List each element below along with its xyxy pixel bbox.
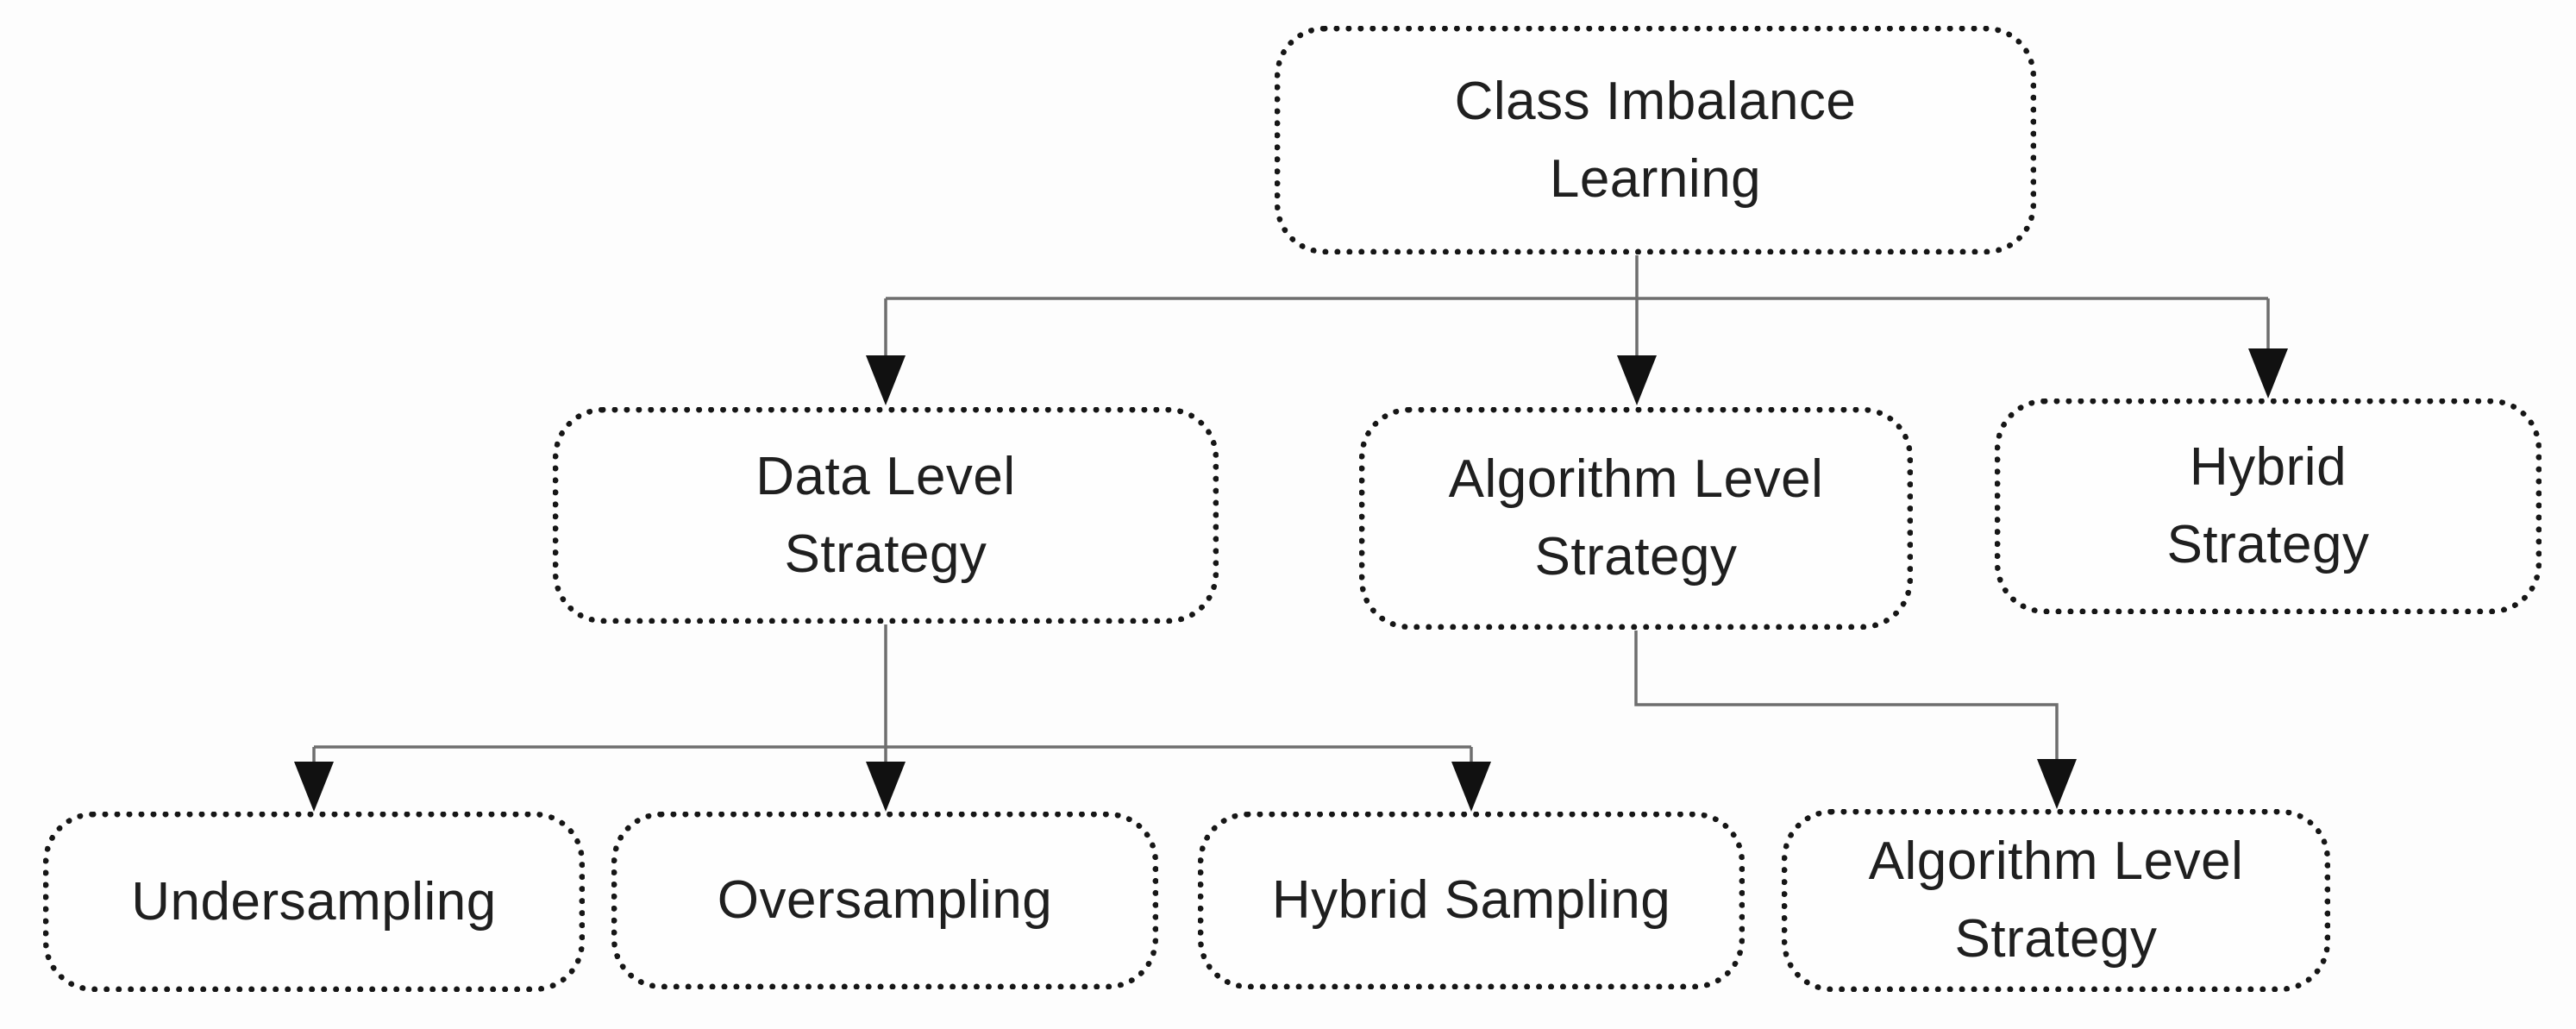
arrowhead-hybrid (2248, 348, 2288, 398)
arrowhead-data-level (866, 355, 906, 405)
node-algorithm-level-strategy: Algorithm Level Strategy (1359, 407, 1913, 630)
node-oversampling-label: Oversampling (717, 870, 1053, 931)
node-hybrid-sampling: Hybrid Sampling (1198, 812, 1745, 989)
node-hybrid-sampling-label: Hybrid Sampling (1271, 870, 1671, 931)
node-hybrid-strategy: Hybrid Strategy (1995, 398, 2542, 614)
arrowhead-undersampling (294, 762, 334, 812)
arrowhead-algorithm-level (1617, 355, 1657, 405)
node-undersampling: Undersampling (43, 812, 585, 992)
node-algorithm-level-strategy-child: Algorithm Level Strategy (1782, 809, 2330, 992)
arrowhead-oversampling (866, 762, 906, 812)
edge-algorithm-child (1634, 631, 2059, 762)
node-hybrid-strategy-label: Hybrid Strategy (2166, 437, 2370, 574)
node-algorithm-level-strategy-label: Algorithm Level Strategy (1448, 449, 1824, 587)
node-data-level-strategy-label: Data Level Strategy (755, 446, 1016, 584)
node-oversampling: Oversampling (611, 812, 1158, 989)
node-undersampling-label: Undersampling (131, 871, 497, 932)
arrowhead-hybrid-sampling (1451, 762, 1491, 812)
node-data-level-strategy: Data Level Strategy (553, 407, 1219, 624)
node-class-imbalance-learning: Class Imbalance Learning (1275, 26, 2036, 254)
node-class-imbalance-learning-label: Class Imbalance Learning (1454, 71, 1857, 209)
node-algorithm-level-strategy-child-label: Algorithm Level Strategy (1868, 831, 2244, 969)
arrowhead-algorithm-child (2037, 759, 2077, 809)
